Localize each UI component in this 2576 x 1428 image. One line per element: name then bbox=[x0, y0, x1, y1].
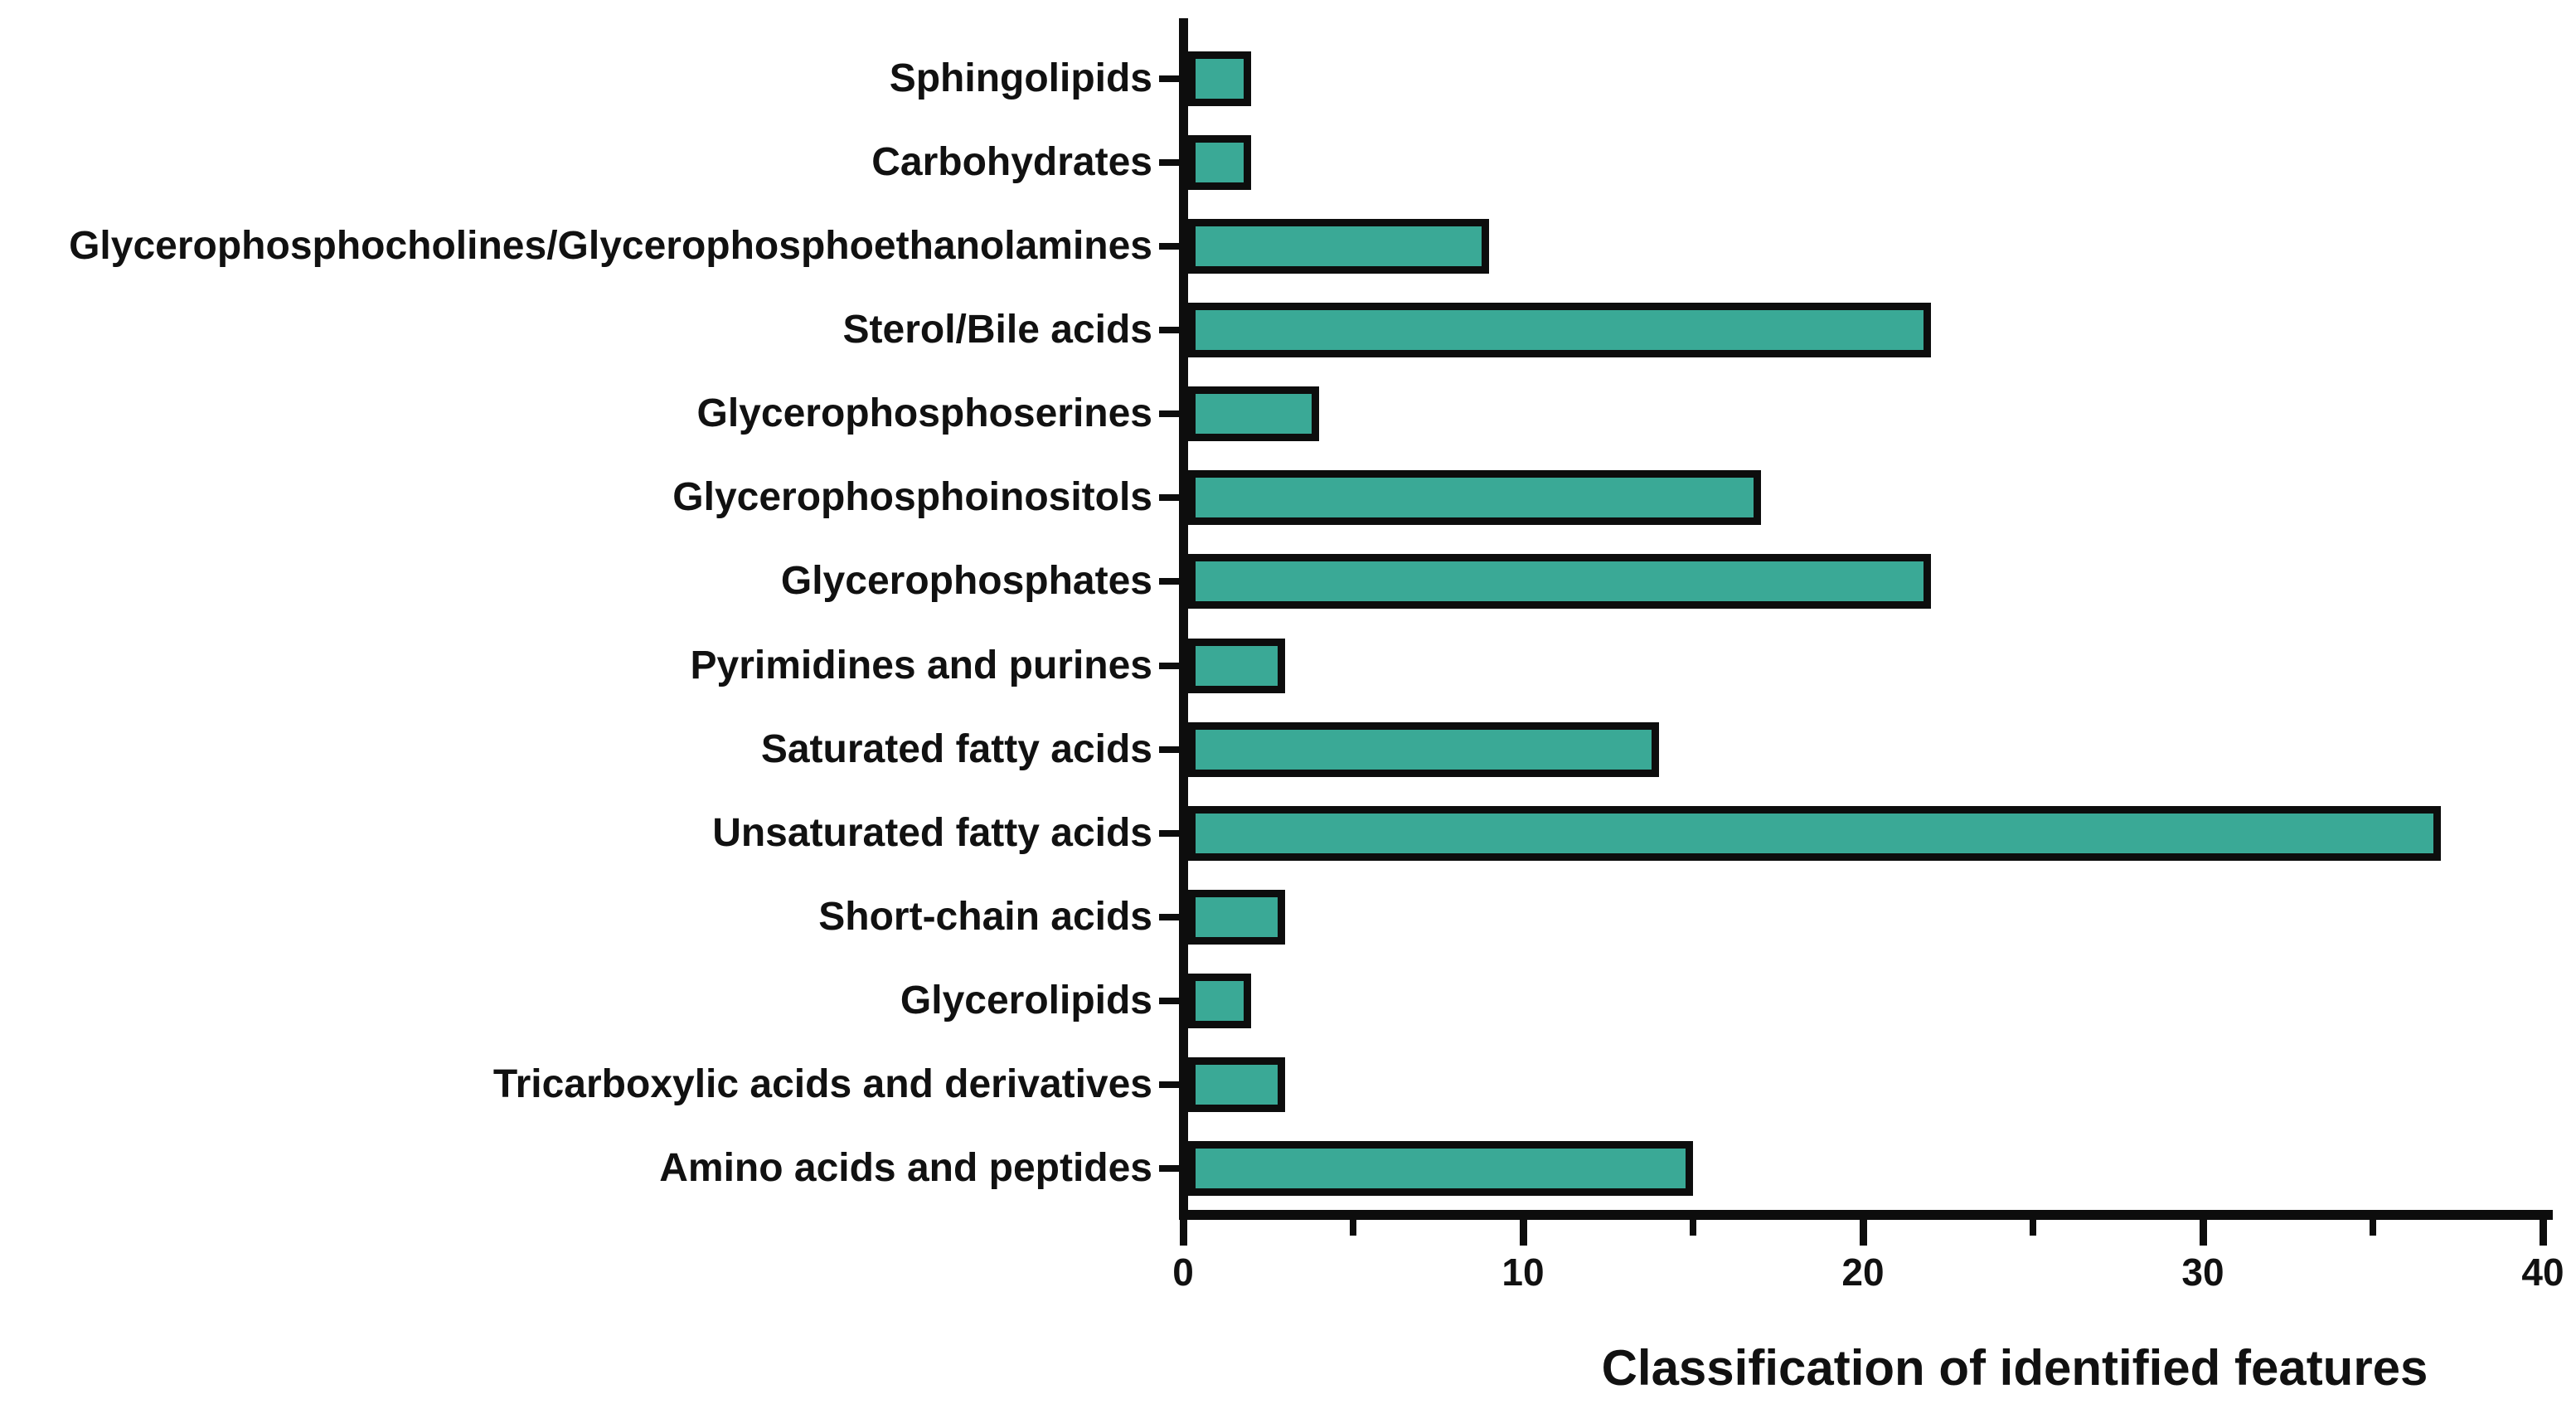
category-label: Sterol/Bile acids bbox=[842, 307, 1152, 352]
bar bbox=[1188, 805, 2441, 861]
y-axis-tick bbox=[1159, 578, 1181, 585]
x-axis-major-tick bbox=[2539, 1220, 2547, 1246]
category-label: Glycerophosphates bbox=[780, 559, 1152, 604]
category-label: Glycerophosphoinositols bbox=[672, 475, 1152, 520]
category-label: Saturated fatty acids bbox=[760, 726, 1152, 771]
x-axis-minor-tick bbox=[1350, 1220, 1356, 1236]
bar bbox=[1188, 721, 1659, 777]
bar bbox=[1188, 134, 1251, 190]
y-axis-tick bbox=[1159, 242, 1181, 250]
x-axis-minor-tick bbox=[2370, 1220, 2376, 1236]
bar bbox=[1188, 638, 1285, 693]
x-axis-title: Classification of identified features bbox=[1601, 1340, 2428, 1396]
x-tick-label: 40 bbox=[2521, 1251, 2564, 1294]
y-axis-tick bbox=[1159, 662, 1181, 669]
bar bbox=[1188, 974, 1251, 1029]
x-axis-major-tick bbox=[1859, 1220, 1867, 1246]
category-label: Carbohydrates bbox=[871, 139, 1152, 184]
bar bbox=[1188, 1141, 1693, 1197]
bar bbox=[1188, 554, 1931, 610]
bar bbox=[1188, 890, 1285, 945]
x-axis-major-tick bbox=[1179, 1220, 1187, 1246]
y-axis-tick bbox=[1159, 1081, 1181, 1089]
y-axis-tick bbox=[1159, 998, 1181, 1005]
category-label: Amino acids and peptides bbox=[659, 1146, 1152, 1191]
y-axis-line bbox=[1179, 18, 1188, 1220]
category-label: Glycerolipids bbox=[900, 979, 1152, 1023]
category-label: Tricarboxylic acids and derivatives bbox=[492, 1062, 1152, 1107]
x-axis-major-tick bbox=[1519, 1220, 1527, 1246]
bar bbox=[1188, 302, 1931, 357]
category-label: Glycerophosphoserines bbox=[696, 391, 1153, 436]
bar bbox=[1188, 470, 1761, 526]
y-axis-tick bbox=[1159, 914, 1181, 920]
y-axis-tick bbox=[1159, 410, 1181, 418]
y-axis-tick bbox=[1159, 829, 1181, 837]
category-label: Sphingolipids bbox=[889, 56, 1152, 100]
category-label: Short-chain acids bbox=[818, 895, 1152, 939]
bar bbox=[1188, 386, 1319, 442]
y-axis-tick bbox=[1159, 1165, 1181, 1173]
bar bbox=[1188, 218, 1489, 274]
x-tick-label: 20 bbox=[1841, 1251, 1885, 1294]
category-label: Pyrimidines and purines bbox=[690, 643, 1152, 687]
x-tick-label: 0 bbox=[1172, 1251, 1194, 1294]
bar bbox=[1188, 51, 1251, 106]
y-axis-tick bbox=[1159, 746, 1181, 753]
x-axis-minor-tick bbox=[1690, 1220, 1696, 1236]
x-tick-label: 30 bbox=[2181, 1251, 2224, 1294]
x-axis-line bbox=[1179, 1210, 2553, 1220]
y-axis-tick bbox=[1159, 326, 1181, 333]
x-axis-major-tick bbox=[2199, 1220, 2207, 1246]
category-label: Glycerophosphocholines/Glycerophosphoeth… bbox=[69, 223, 1152, 268]
y-axis-tick bbox=[1159, 158, 1181, 166]
category-label: Unsaturated fatty acids bbox=[712, 810, 1152, 855]
x-axis-minor-tick bbox=[2030, 1220, 2036, 1236]
bar bbox=[1188, 1057, 1285, 1113]
y-axis-tick bbox=[1159, 494, 1181, 502]
y-axis-tick bbox=[1159, 75, 1181, 82]
x-tick-label: 10 bbox=[1501, 1251, 1545, 1294]
